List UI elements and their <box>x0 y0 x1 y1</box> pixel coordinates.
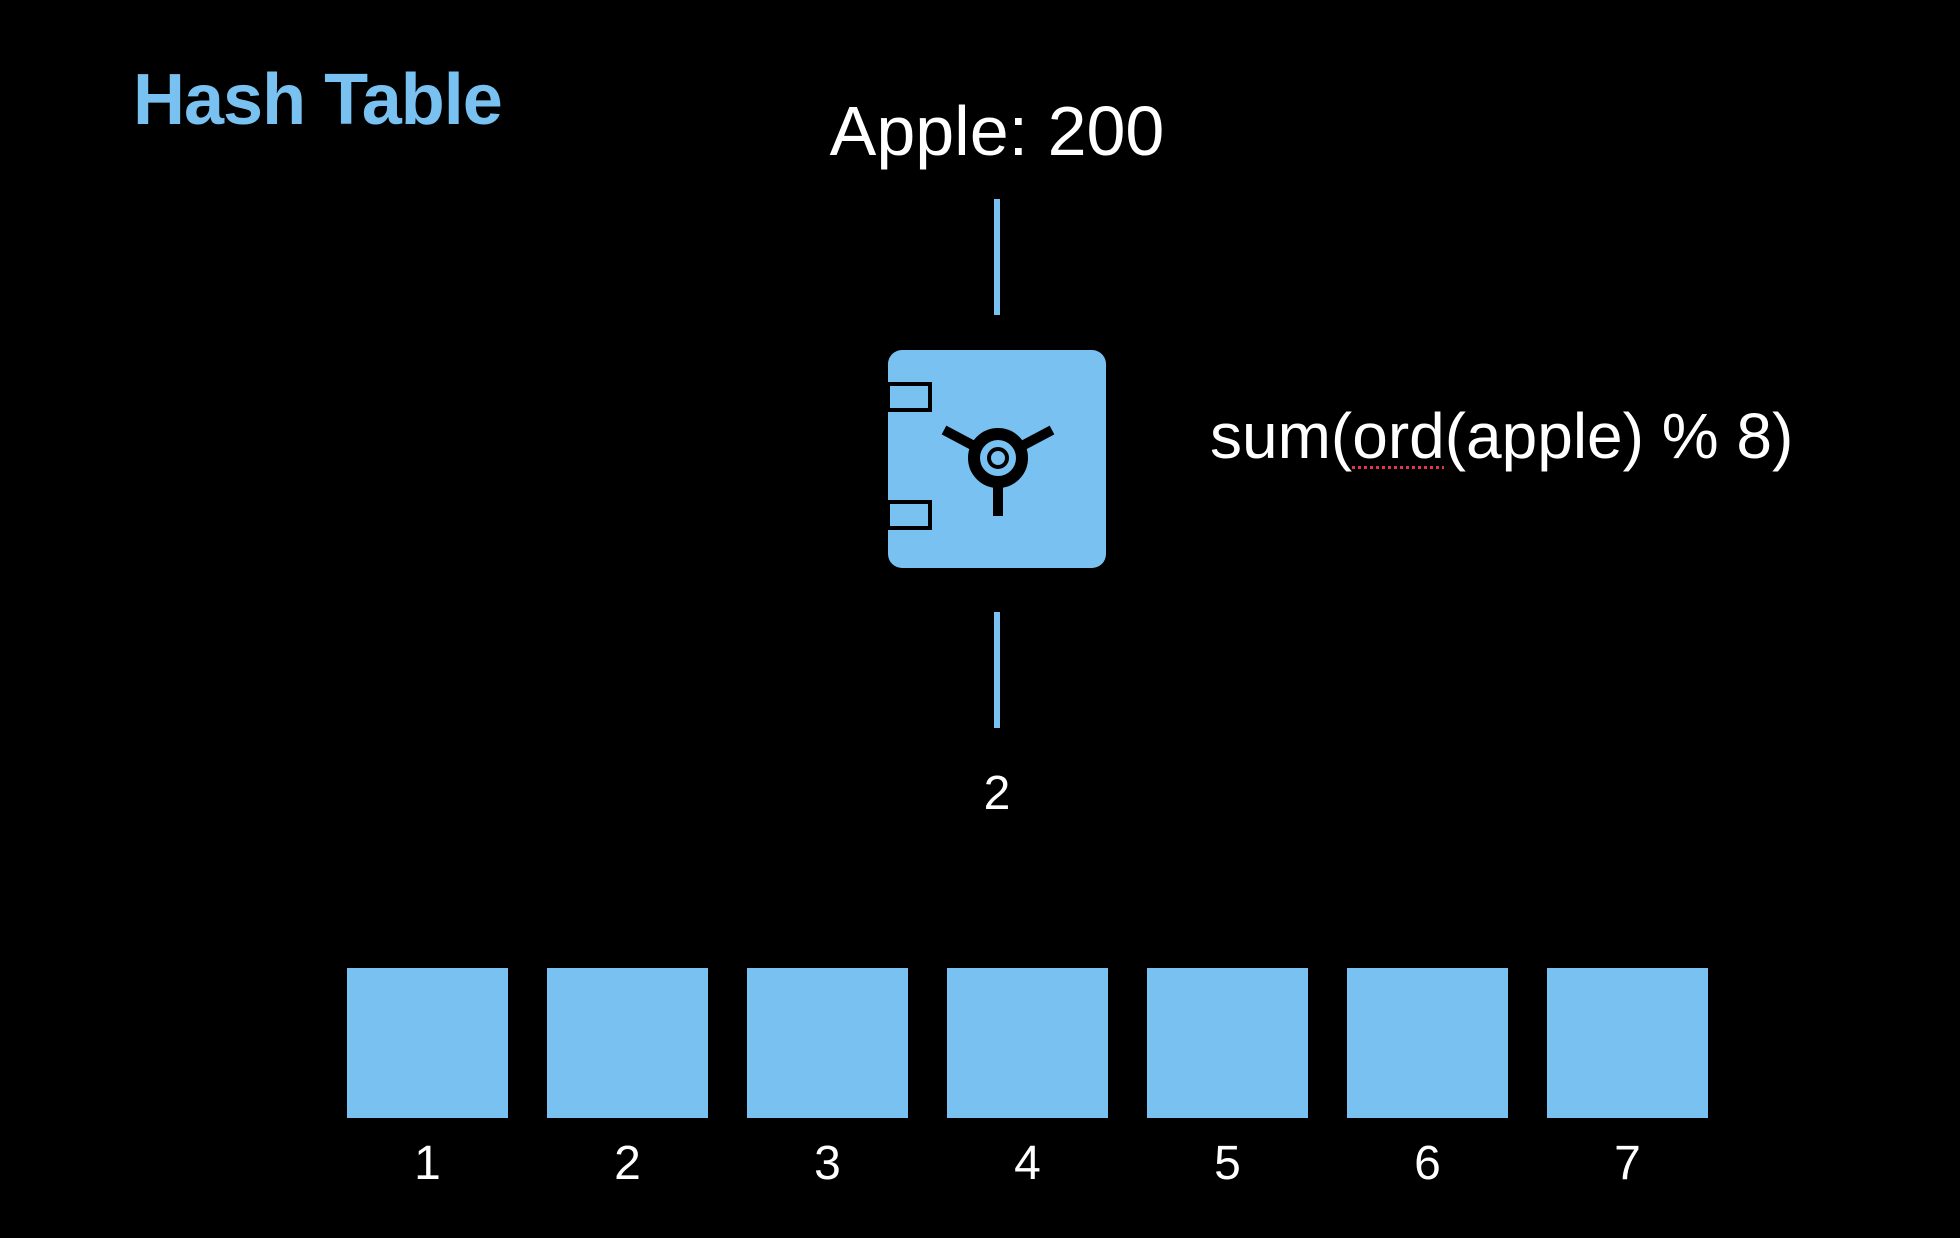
bucket-label: 6 <box>1414 1137 1441 1190</box>
bucket-label: 3 <box>814 1137 841 1190</box>
bucket-label: 4 <box>1014 1137 1041 1190</box>
hash-formula-start: sum( <box>1210 400 1353 472</box>
hash-formula: sum(ord(apple) % 8) <box>1210 404 1793 468</box>
connector-line-bottom <box>994 612 1000 728</box>
bucket-label: 5 <box>1214 1137 1241 1190</box>
bucket-box <box>547 968 708 1118</box>
bucket-box <box>1547 968 1708 1118</box>
bucket-3: 3 <box>747 968 908 1188</box>
bucket-2: 2 <box>547 968 708 1188</box>
bucket-4: 4 <box>947 968 1108 1188</box>
hash-formula-end: (apple) % 8) <box>1444 400 1794 472</box>
bucket-7: 7 <box>1547 968 1708 1188</box>
bucket-label: 7 <box>1614 1137 1641 1190</box>
safe-vault-icon <box>888 350 1106 568</box>
input-key-value: Apple: 200 <box>829 92 1165 170</box>
bucket-1: 1 <box>347 968 508 1188</box>
bucket-label: 2 <box>614 1137 641 1190</box>
connector-line-top <box>994 199 1000 315</box>
bucket-box <box>1147 968 1308 1118</box>
hash-formula-ord: ord <box>1352 400 1445 472</box>
bucket-box <box>747 968 908 1118</box>
slide-title: Hash Table <box>133 60 503 140</box>
output-index: 2 <box>983 767 1011 820</box>
bucket-array: 1 2 3 4 5 6 7 <box>347 968 1708 1188</box>
bucket-box <box>947 968 1108 1118</box>
bucket-box <box>1347 968 1508 1118</box>
bucket-label: 1 <box>414 1137 441 1190</box>
bucket-box <box>347 968 508 1118</box>
bucket-5: 5 <box>1147 968 1308 1188</box>
bucket-6: 6 <box>1347 968 1508 1188</box>
